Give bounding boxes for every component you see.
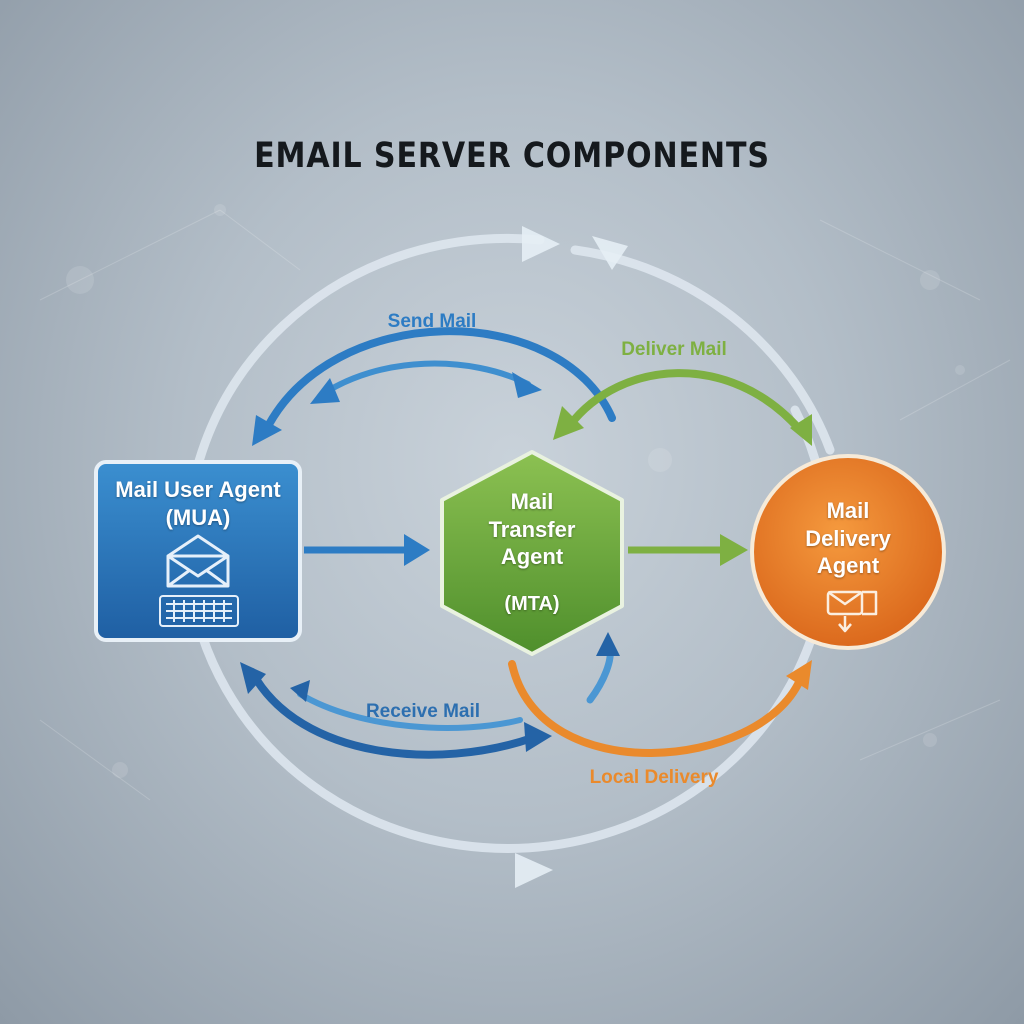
mua-label: Mail User Agent (MUA)	[96, 476, 300, 531]
diagram-title: EMAIL SERVER COMPONENTS	[254, 136, 770, 176]
local-delivery-arrow	[508, 660, 804, 757]
mda-label-line2: Delivery	[805, 525, 891, 551]
mta-to-mda-arrow	[628, 534, 748, 566]
send-mail-arrowheads	[252, 372, 542, 446]
mda-node	[750, 454, 946, 650]
send-mail-label: Send Mail	[387, 311, 477, 332]
deliver-mail-arrows	[566, 369, 804, 434]
mua-node	[94, 460, 302, 642]
receive-mail-label: Receive Mail	[365, 701, 481, 722]
background-network	[39, 209, 1011, 801]
mta-label-line1: Mail	[510, 489, 554, 514]
mta-label-line3: Agent	[500, 544, 564, 569]
outer-ring-arrowheads	[515, 226, 628, 888]
mua-to-mta-arrow	[304, 534, 430, 566]
mta-abbrev-label: (MTA)	[504, 593, 560, 615]
local-delivery-arrowhead	[786, 660, 812, 690]
local-delivery-label: Local Delivery	[589, 767, 719, 788]
envelope-icon	[166, 534, 230, 588]
mua-label-line2: (MUA)	[165, 504, 231, 530]
outer-cycle-ring	[182, 233, 835, 853]
deliver-mail-arrowheads	[553, 406, 812, 446]
deliver-mail-label: Deliver Mail	[621, 339, 727, 360]
send-mail-arrows	[261, 327, 616, 436]
mda-label-line1: Mail	[826, 498, 870, 523]
mailbox-icon	[826, 590, 878, 633]
mta-node	[440, 450, 624, 656]
mta-label-line2: Transfer	[488, 516, 576, 542]
mta-label: Mail Transfer Agent	[442, 488, 622, 571]
receive-mail-arrowheads	[240, 632, 620, 752]
keyboard-icon	[159, 595, 239, 627]
mda-label-line3: Agent	[816, 553, 880, 578]
mda-label: Mail Delivery Agent	[752, 497, 944, 580]
mua-label-line1: Mail User Agent	[115, 477, 281, 502]
